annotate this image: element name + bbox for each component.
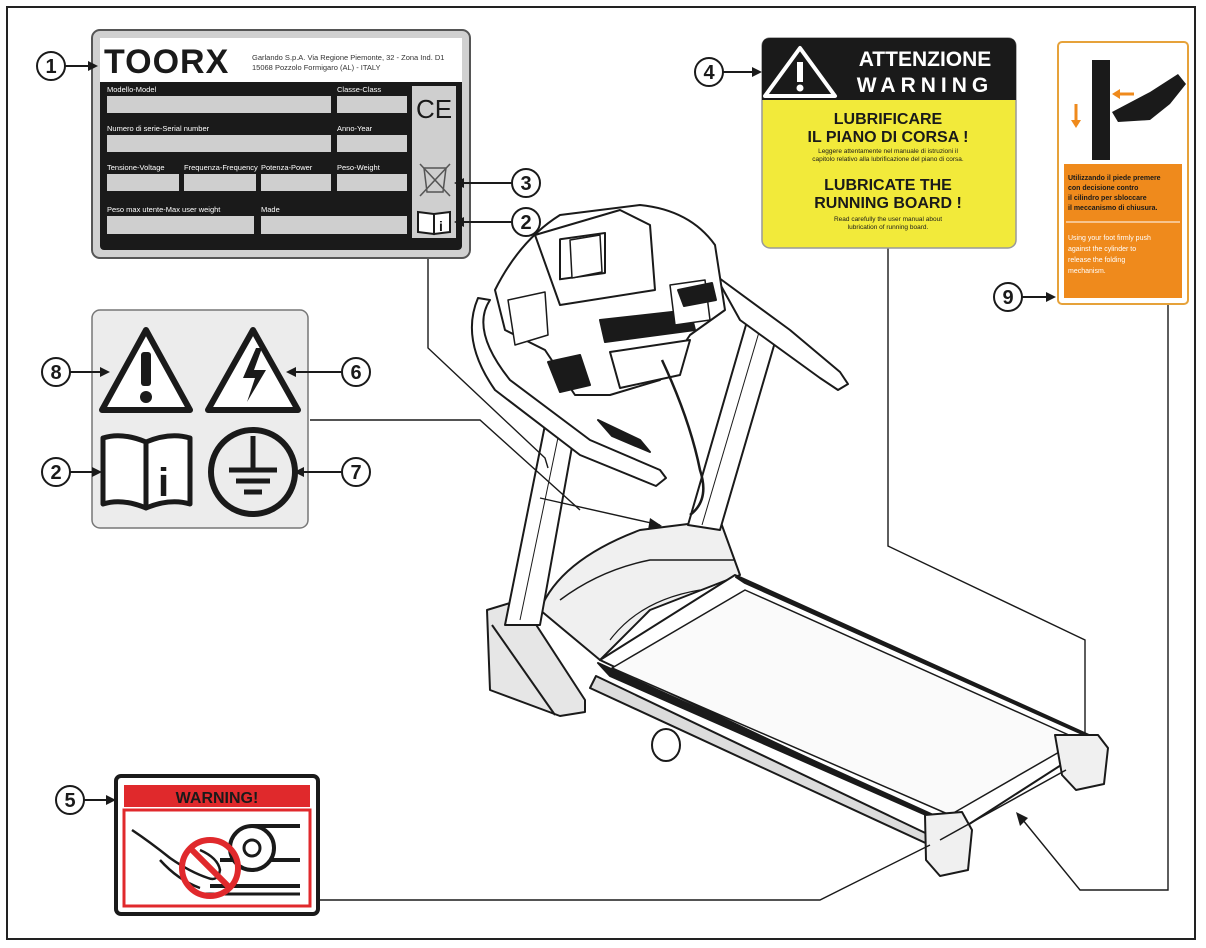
callout-5: 5 (55, 785, 116, 815)
field-max-user-box (107, 216, 254, 234)
field-model-label: Modello-Model (107, 85, 157, 94)
svg-text:4: 4 (703, 62, 715, 84)
release-en-line4: mechanism. (1068, 268, 1106, 275)
exclamation-warning-icon (99, 327, 193, 413)
callout-9: 9 (993, 282, 1056, 312)
callout-4: 4 (694, 57, 762, 87)
company-address-line2: 15068 Pozzolo Formigaro (AL) - ITALY (252, 63, 381, 72)
lubricate-body-it-1: Leggere attentamente nel manuale di istr… (818, 148, 958, 155)
release-it-line1: Utilizzando il piede premere (1068, 175, 1161, 182)
warning-title: WARNING (857, 74, 994, 97)
callout-6: 6 (286, 357, 371, 387)
field-year-label: Anno-Year (337, 124, 373, 133)
lubricate-heading-en-1: LUBRICATE THE (824, 177, 952, 194)
release-en-line1: Using your foot firmly push (1068, 235, 1151, 242)
release-en-line3: release the folding (1068, 257, 1125, 264)
field-power-box (261, 174, 331, 191)
rating-plate-label: TOORX Garlando S.p.A. Via Regione Piemon… (91, 29, 471, 259)
electric-shock-icon (205, 327, 301, 413)
svg-text:8: 8 (50, 362, 61, 384)
field-weight-box (337, 174, 407, 191)
roller-warning-label: WARNING! (114, 774, 320, 916)
field-class-box (337, 96, 407, 113)
release-it-line2: con decisione contro (1068, 185, 1138, 192)
weee-bin-icon (419, 163, 451, 197)
attenzione-title: ATTENZIONE (859, 48, 992, 71)
lubricate-body-en-1: Read carefully the user manual about (834, 216, 942, 223)
field-frequency-label: Frequenza-Frequency (184, 163, 258, 172)
field-frequency-box (184, 174, 256, 191)
lubricate-heading-en-2: RUNNING BOARD ! (814, 195, 962, 212)
field-model-box (107, 96, 331, 113)
treadmill-illustration (470, 204, 1109, 877)
callout-8: 8 (41, 357, 110, 387)
callout-1: 1 (36, 51, 98, 81)
release-it-line4: il meccanismo di chiusura. (1068, 205, 1158, 212)
callout-2-top: 2 (454, 207, 541, 237)
field-voltage-box (107, 174, 179, 191)
lubricate-body-it-2: capitolo relativo alla lubrificazione de… (812, 156, 964, 163)
lubricate-warning-label: ATTENZIONE WARNING LUBRIFICARE IL PIANO … (761, 37, 1017, 249)
field-year-box (337, 135, 407, 152)
callout-2-mid: 2 (41, 457, 102, 487)
safety-symbols-label: i (91, 309, 309, 529)
field-class-label: Classe-Class (337, 85, 381, 94)
field-voltage-label: Tensione-Voltage (107, 163, 165, 172)
svg-text:3: 3 (520, 173, 531, 195)
svg-text:1: 1 (45, 56, 56, 78)
release-it-line3: il cilindro per sbloccare (1068, 195, 1147, 202)
field-made-box (261, 216, 407, 234)
roller-warning-title: WARNING! (176, 790, 259, 807)
svg-text:2: 2 (50, 462, 61, 484)
callout-3: 3 (454, 168, 541, 198)
leader-lines (310, 246, 1169, 901)
leader-arrowheads (648, 518, 1028, 826)
field-max-user-label: Peso max utente-Max user weight (107, 205, 221, 214)
manual-info-icon: i (100, 433, 193, 511)
svg-text:7: 7 (350, 462, 361, 484)
outer-frame (6, 6, 1196, 940)
svg-text:i: i (158, 461, 169, 505)
lubricate-heading-it-1: LUBRIFICARE (834, 111, 943, 128)
folding-release-label: Utilizzando il piede premere con decisio… (1057, 41, 1189, 305)
release-en-line2: against the cylinder to (1068, 246, 1136, 253)
no-hand-roller-icon (131, 824, 300, 899)
svg-text:9: 9 (1002, 287, 1013, 309)
svg-text:i: i (439, 218, 443, 234)
callout-7: 7 (294, 457, 371, 487)
field-power-label: Potenza-Power (261, 163, 313, 172)
lubricate-body-en-2: lubrication of running board. (848, 224, 929, 231)
foot-release-icon (1071, 60, 1186, 160)
field-weight-label: Peso-Weight (337, 163, 381, 172)
field-made-label: Made (261, 205, 280, 214)
ce-mark-icon: CE (416, 94, 452, 124)
field-serial-label: Numero di serie-Serial number (107, 124, 210, 133)
callout-markers: 1 3 2 8 6 (36, 51, 1056, 815)
brand-logo: TOORX (104, 43, 229, 81)
manual-info-icon: i (417, 210, 451, 236)
field-serial-box (107, 135, 331, 152)
company-address-line1: Garlando S.p.A. Via Regione Piemonte, 32… (252, 53, 444, 62)
svg-text:5: 5 (64, 790, 75, 812)
warning-triangle-icon (763, 46, 837, 98)
svg-text:6: 6 (350, 362, 361, 384)
svg-text:2: 2 (520, 212, 531, 234)
lubricate-heading-it-2: IL PIANO DI CORSA ! (808, 129, 969, 146)
